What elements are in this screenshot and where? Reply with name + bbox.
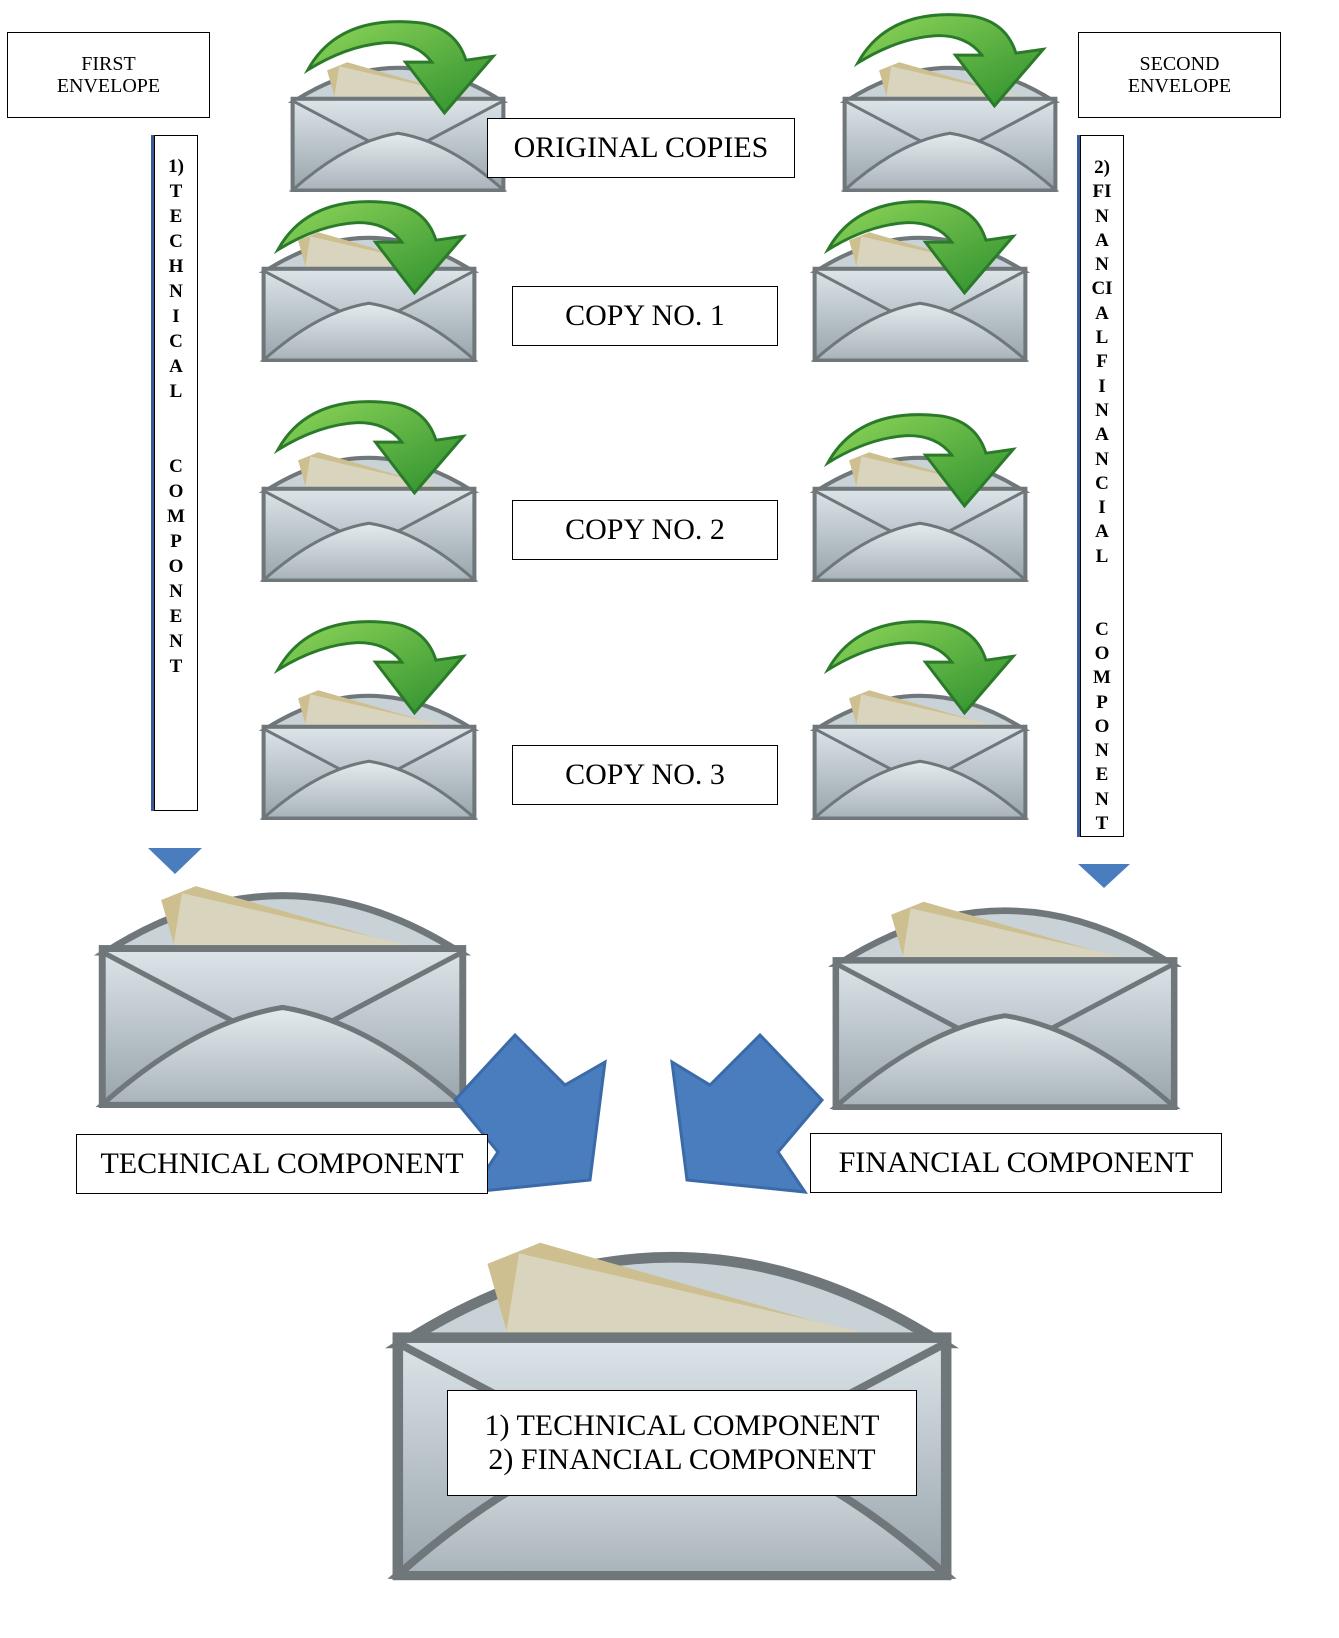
copy-1-label: COPY NO. 1 [512,286,778,346]
envelope-copy3-left-icon [264,690,475,818]
copy-3-label: COPY NO. 3 [512,745,778,805]
technical-component-label: TECHNICAL COMPONENT [76,1134,488,1194]
technical-component-vertical-label: 1) T E C H N I C A L C O M P O N E N T [167,156,185,677]
financial-component-vertical-label: 2) FI N A N CI A L F I N A N C I A L C O… [1091,157,1113,835]
second-envelope-label: SECOND ENVELOPE [1078,32,1281,118]
envelope-original-right-icon [845,62,1056,190]
final-line-technical: 1) TECHNICAL COMPONENT [484,1409,880,1442]
down-triangle-left-icon [148,848,202,874]
blue-arrow-down-left-icon [670,1032,825,1194]
final-line-financial: 2) FINANCIAL COMPONENT [488,1443,876,1476]
original-copies-label: ORIGINAL COPIES [487,118,795,178]
envelope-copy2-left-icon [264,452,475,580]
envelope-copy3-right-icon [815,690,1026,818]
financial-component-envelope-icon [836,902,1174,1107]
first-envelope-label: FIRST ENVELOPE [7,32,210,118]
financial-component-vertical-box: 2) FI N A N CI A L F I N A N C I A L C O… [1080,135,1124,837]
down-triangle-right-icon [1078,864,1130,888]
copy-2-label: COPY NO. 2 [512,500,778,560]
final-components-box: 1) TECHNICAL COMPONENT 2) FINANCIAL COMP… [447,1390,917,1496]
technical-component-envelope-icon [102,886,463,1104]
blue-arrow-down-right-icon [453,1032,607,1194]
technical-component-vertical-box: 1) T E C H N I C A L C O M P O N E N T [154,135,198,811]
financial-component-label: FINANCIAL COMPONENT [810,1133,1222,1193]
